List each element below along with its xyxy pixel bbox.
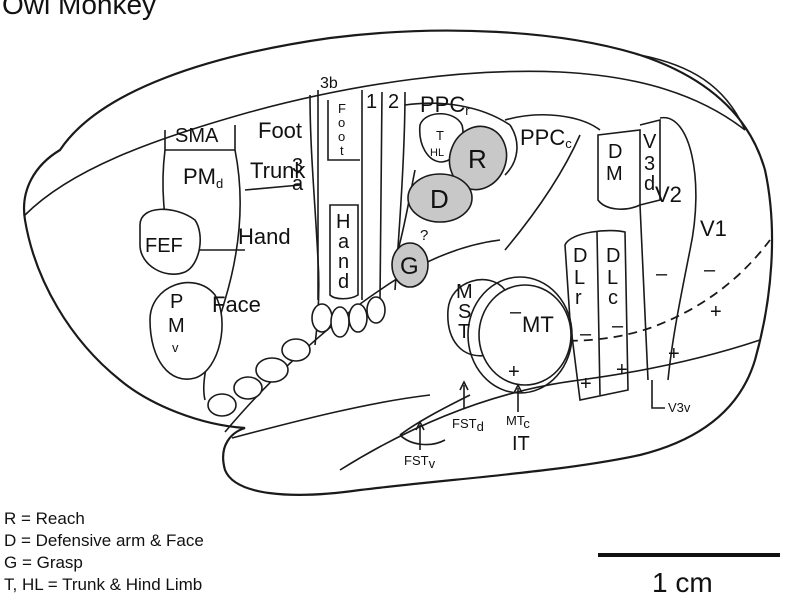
- label-pmv-1: M: [168, 315, 185, 337]
- label-q: ?: [420, 227, 428, 244]
- label-v3d-2: d: [644, 173, 655, 195]
- label-foot-v2: o: [338, 129, 345, 144]
- sign-minus-dlc: –: [612, 315, 624, 337]
- label-foot: Foot: [258, 118, 302, 143]
- label-mst-0: M: [456, 281, 473, 303]
- sign-minus-v2: –: [656, 263, 668, 285]
- legend-item-trunk-hindlimb: T, HL = Trunk & Hind Limb: [4, 575, 202, 594]
- diagram-title: Owl Monkey: [2, 0, 156, 20]
- label-foot-v3: t: [340, 143, 344, 158]
- label-3b: 3b: [320, 75, 338, 92]
- label-ppcc: PPCc: [520, 125, 572, 151]
- legend-item-defensive: D = Defensive arm & Face: [4, 531, 204, 550]
- legend: R = Reach D = Defensive arm & Face G = G…: [4, 509, 204, 594]
- sign-plus-mt: +: [508, 361, 520, 383]
- label-g: G: [400, 253, 419, 280]
- sign-plus-dlr: +: [580, 373, 592, 395]
- label-dm-1: M: [606, 163, 623, 185]
- label-fstv: FSTv: [404, 453, 436, 471]
- scale-bar-label: 1 cm: [652, 567, 713, 598]
- label-dlr-0: D: [573, 245, 587, 267]
- label-pmv-0: P: [170, 291, 183, 313]
- label-foot-v1: o: [338, 115, 345, 130]
- label-d: D: [430, 184, 449, 214]
- label-fef: FEF: [145, 235, 183, 257]
- label-mt: MT: [522, 312, 554, 337]
- label-hl: HL: [430, 147, 444, 159]
- label-area1: 1: [366, 91, 377, 113]
- scale-bar: 1 cm: [598, 555, 780, 598]
- label-pmd: PMd: [183, 164, 223, 191]
- sign-plus-v2: +: [668, 343, 680, 365]
- label-foot-v0: F: [338, 101, 346, 116]
- sign-minus-dlr: –: [580, 323, 592, 345]
- label-mst-2: T: [458, 321, 470, 343]
- label-t: T: [436, 128, 444, 143]
- label-v3v: V3v: [668, 400, 691, 415]
- legend-item-reach: R = Reach: [4, 509, 85, 528]
- label-dlc-0: D: [606, 245, 620, 267]
- label-dlr-1: L: [574, 267, 585, 289]
- label-hand-v1: a: [338, 231, 350, 253]
- posterior-parietal: [392, 103, 600, 287]
- somatosensory-strips: [312, 90, 405, 337]
- label-hand: Hand: [238, 224, 291, 249]
- sign-minus-v1: –: [704, 259, 716, 281]
- label-mst-1: S: [458, 301, 471, 323]
- label-face: Face: [212, 292, 261, 317]
- label-ppcr: PPCr: [420, 92, 470, 118]
- label-dm-0: D: [608, 141, 622, 163]
- label-dlc-1: L: [607, 267, 618, 289]
- label-3a-sub: a: [292, 173, 304, 195]
- sign-plus-dlc: +: [616, 359, 628, 381]
- label-v3d-1: 3: [644, 153, 655, 175]
- label-sma: SMA: [175, 125, 219, 147]
- label-fstd: FSTd: [452, 416, 484, 434]
- label-hand-v3: d: [338, 271, 349, 293]
- label-r: R: [468, 144, 487, 174]
- sign-plus-v1: +: [710, 301, 722, 323]
- label-v1: V1: [700, 216, 727, 241]
- sign-minus-mt: –: [510, 301, 522, 323]
- legend-item-grasp: G = Grasp: [4, 553, 83, 572]
- label-hand-v0: H: [336, 211, 350, 233]
- label-area2: 2: [388, 91, 399, 113]
- label-v3d-0: V: [643, 131, 657, 153]
- label-v2: V2: [655, 182, 682, 207]
- label-hand-v2: n: [338, 251, 349, 273]
- label-dlc-2: c: [608, 287, 618, 309]
- label-it: IT: [512, 433, 530, 455]
- label-dlr-2: r: [575, 287, 582, 309]
- label-mtc: MTc: [506, 413, 530, 431]
- label-pmv-2: v: [172, 340, 179, 355]
